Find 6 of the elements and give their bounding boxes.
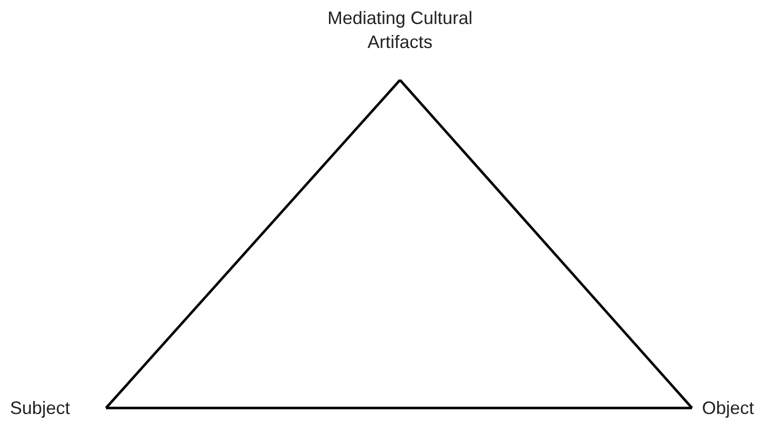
triangle-side-line bbox=[105, 79, 401, 409]
triangle-side-line bbox=[399, 79, 693, 409]
vertex-label: Mediating Cultural Artifacts bbox=[326, 7, 474, 54]
vertex-label: Subject bbox=[10, 397, 70, 420]
triangle-side-line bbox=[106, 406, 692, 410]
vertex-label: Object bbox=[702, 397, 754, 420]
